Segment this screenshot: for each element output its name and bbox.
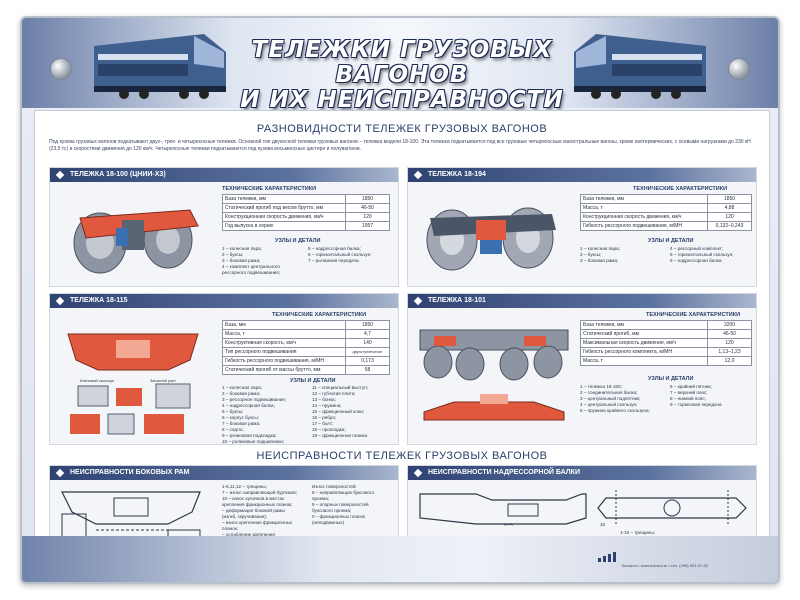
- panel-bogie-18-194: Тележка 18-194 Технические характеристик…: [407, 167, 757, 287]
- fault-list-col1: 1-6,11,12 – трещины;7 – износ направляющ…: [222, 484, 297, 543]
- locomotive-right-icon: [574, 34, 706, 99]
- parts-list-col1: 1 – тележка 18-100;2 – соединительная ба…: [580, 384, 650, 413]
- parts-list-col1-last: 10 – роликовые подшипники;: [222, 439, 284, 444]
- screw-icon: [728, 58, 750, 80]
- parts-heading: Узлы и детали: [648, 376, 694, 382]
- brand-logo-icon: [598, 552, 616, 562]
- parts-list-col2: 4 – рессорный комплект;5 – горизонтальны…: [670, 246, 734, 263]
- footer-strip: Колокол • www.kolokol.ru • тел. (495) 92…: [22, 536, 778, 582]
- specs-heading: Технические характеристики: [272, 312, 367, 318]
- section-label-aa: А–А: [504, 522, 513, 527]
- title-line-1: Тележки грузовых вагонов: [251, 37, 553, 88]
- parts-list-col1: 1 – колесная пара;2 – буксы;3 – боковая …: [222, 246, 280, 275]
- panel-title: Тележка 18-101: [408, 294, 756, 308]
- parts-list-col2: 5 – надрессорная балка;6 – горизонтальны…: [308, 246, 372, 263]
- panel-title: Неисправности боковых рам: [50, 466, 398, 480]
- poster-title: Тележки грузовых вагонов и их неисправно…: [182, 38, 622, 113]
- parts-list-col2: 6 – крайний пятник;7 – верхний пояс;8 – …: [670, 384, 722, 407]
- panel-side-frame-faults: Неисправности боковых рам 1-6,11,12 – тр…: [49, 465, 399, 549]
- panel-title: Неисправности надрессорной балки: [408, 466, 756, 480]
- panel-bogie-18-115: Тележка 18-115 Клиновый скользун Запасно…: [49, 293, 399, 445]
- panel-title: Тележка 18-194: [408, 168, 756, 182]
- section-title-types: Разновидности тележек грузовых вагонов: [256, 123, 548, 135]
- brand-text: Колокол • www.kolokol.ru • тел. (495) 92…: [621, 563, 708, 568]
- bogie-18-194-drawing: [426, 207, 556, 271]
- sub-label-1: Клиновый скользун: [80, 379, 115, 383]
- specs-heading: Технические характеристики: [222, 186, 317, 192]
- specs-heading: Технические характеристики: [633, 186, 728, 192]
- screw-icon: [50, 58, 72, 80]
- parts-heading: Узлы и детали: [275, 238, 321, 244]
- title-line-2: и их неисправности: [240, 87, 564, 113]
- panel-bolster-faults: Неисправности надрессорной балки А–А 12 …: [407, 465, 757, 549]
- fault-list-col2: Износ поверхностей:8 – направляющих букс…: [312, 484, 375, 525]
- intro-text: Под кузова грузовых вагонов подкатывают …: [49, 139, 751, 152]
- parts-heading: Узлы и детали: [648, 238, 694, 244]
- poster-board: Тележки грузовых вагонов и их неисправно…: [20, 16, 780, 584]
- panel-title: Тележка 18-115: [50, 294, 398, 308]
- parts-heading: Узлы и детали: [290, 378, 336, 384]
- locomotive-left-icon: [94, 34, 226, 99]
- panel-title: Тележка 18-100 (ЦНИИ-Х3): [50, 168, 398, 182]
- panel-bogie-18-100: Тележка 18-100 (ЦНИИ-Х3) Технические хар…: [49, 167, 399, 287]
- specs-heading: Технические характеристики: [646, 312, 741, 318]
- parts-list-col2: 11 – специальный выступ;12 – губчатая пл…: [312, 385, 368, 438]
- content-area: Разновидности тележек грузовых вагонов П…: [34, 110, 770, 554]
- parts-list-col1: 1 – колесная пара;2 – боковая рама;3 – р…: [222, 385, 287, 438]
- parts-list-col1: 1 – колесная пара;2 – буксы;3 – боковая …: [580, 246, 620, 263]
- sub-label-2: Запасной узел: [150, 379, 176, 383]
- bogie-18-100-drawing: [73, 209, 199, 274]
- panel-bogie-18-101: Тележка 18-101 Технические характеристик…: [407, 293, 757, 445]
- bogie-18-101-drawing: [419, 329, 569, 421]
- section-title-faults: Неисправности тележек грузовых вагонов: [256, 450, 548, 462]
- bogie-18-115-drawing: [67, 333, 199, 435]
- header-banner: Тележки грузовых вагонов и их неисправно…: [22, 18, 778, 113]
- callout-10: 10: [600, 522, 606, 527]
- bolster-sketch: [419, 490, 747, 526]
